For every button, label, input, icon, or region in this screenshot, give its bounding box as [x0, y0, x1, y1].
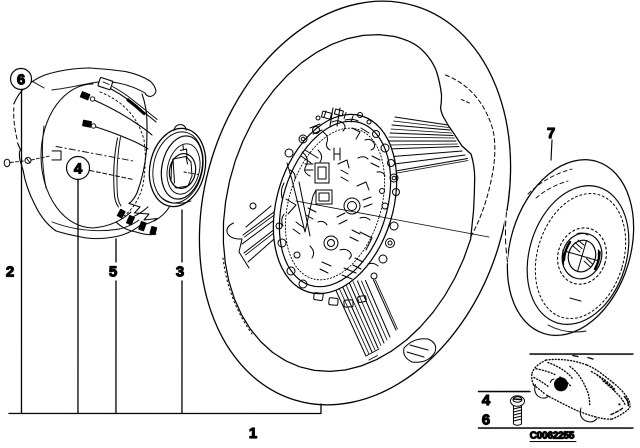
svg-text:5: 5 — [109, 263, 117, 280]
svg-text:2: 2 — [6, 263, 14, 280]
svg-text:1: 1 — [249, 425, 257, 442]
svg-text:3: 3 — [176, 263, 184, 280]
svg-text:4: 4 — [74, 160, 83, 177]
svg-text:4: 4 — [482, 392, 491, 409]
svg-text:6: 6 — [482, 412, 490, 429]
svg-text:C0062255: C0062255 — [530, 431, 575, 442]
svg-text:6: 6 — [17, 71, 25, 88]
svg-text:7: 7 — [547, 125, 555, 142]
